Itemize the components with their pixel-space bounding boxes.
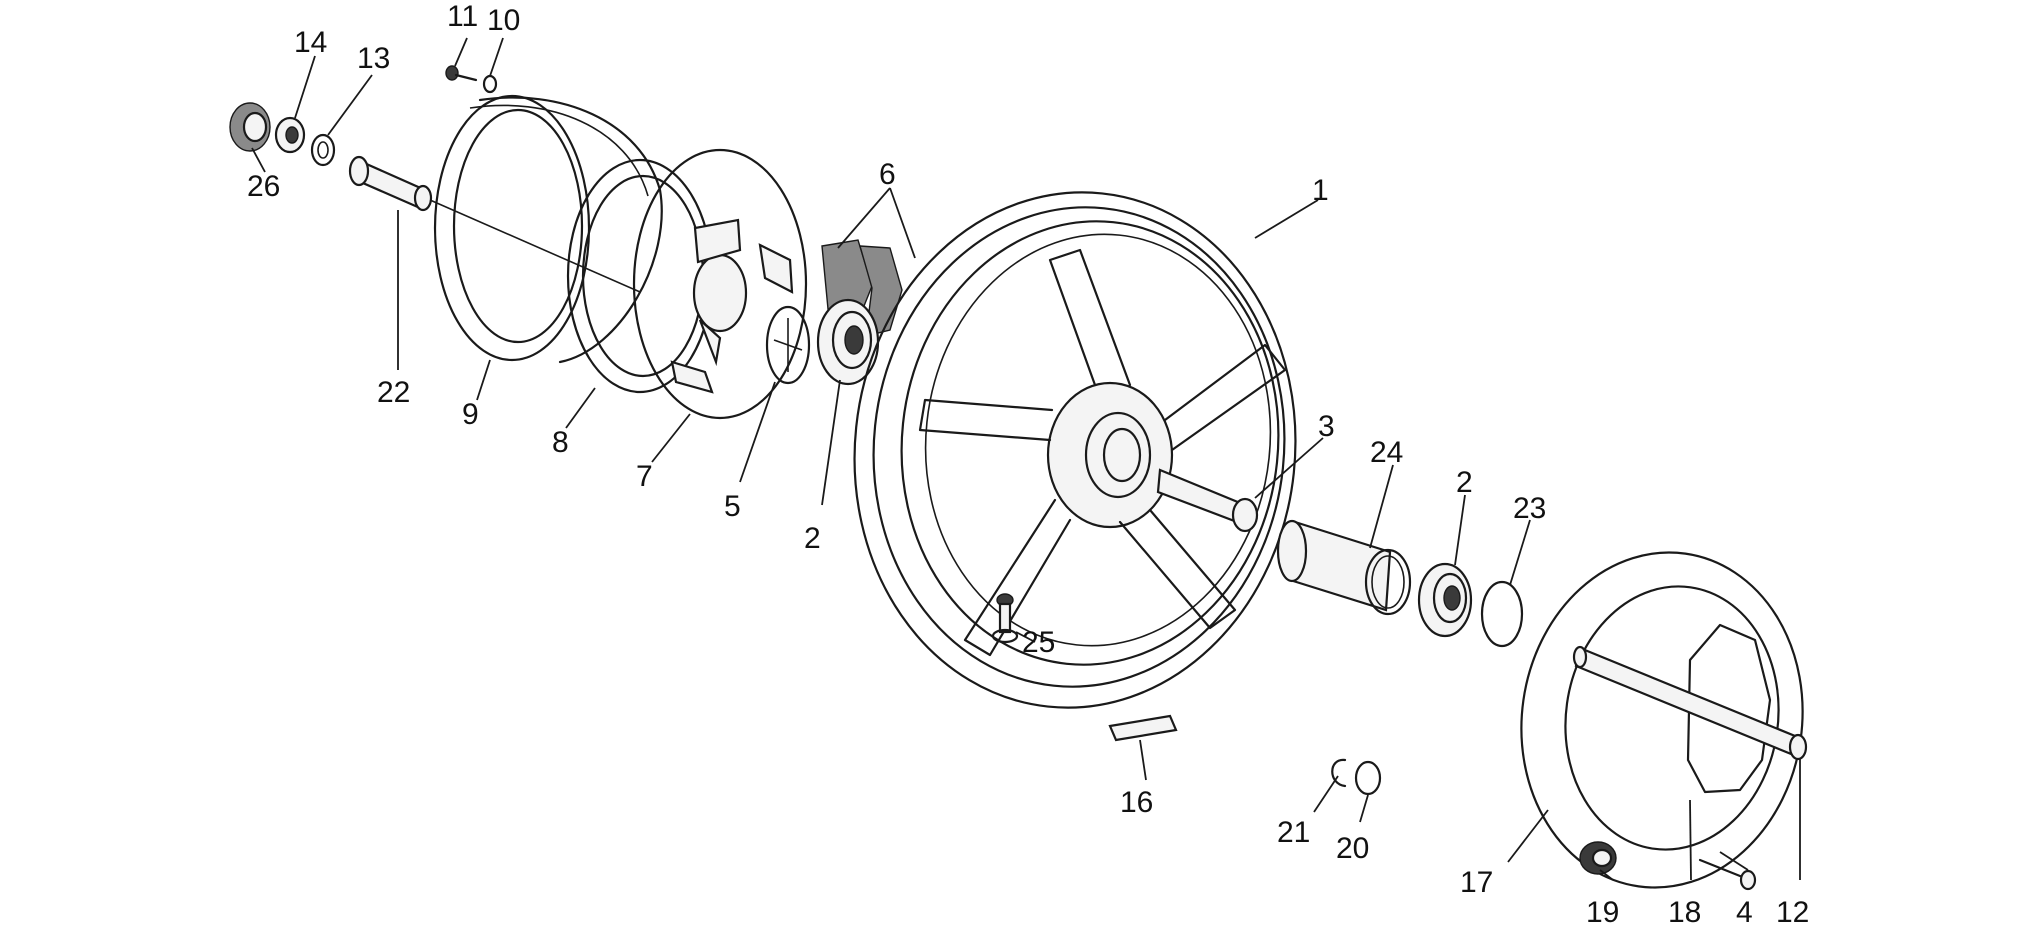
callout-3: 3 [1318,410,1335,443]
callout-9: 9 [462,398,479,431]
part-ring-small [1354,760,1382,796]
callout-1: 1 [1312,174,1329,207]
part-wheel-rim [853,191,1297,709]
callout-6: 6 [879,158,896,191]
callout-24: 24 [1370,436,1403,469]
callout-12: 12 [1776,896,1809,929]
part-spacer-sleeve [1276,519,1412,616]
part-nut [229,102,271,152]
part-brake-cover-plate [429,94,663,364]
callout-17: 17 [1460,866,1493,899]
callout-18: 18 [1668,896,1701,929]
callout-21: 21 [1277,816,1310,849]
callout-20: 20 [1336,832,1369,865]
part-bearing-small [274,116,306,154]
callout-26: 26 [247,170,280,203]
callout-11: 11 [447,0,478,33]
part-valve [991,593,1019,644]
callout-14: 14 [294,26,327,59]
part-balance-weight [1108,714,1178,742]
part-bearing-left [816,298,880,386]
callout-16: 16 [1120,786,1153,819]
callout-22: 22 [377,376,410,409]
part-disc-carrier [1686,623,1772,794]
callout-13: 13 [357,42,390,75]
callout-4: 4 [1736,896,1753,929]
callout-10: 10 [487,4,520,37]
part-bolt-head [1579,841,1617,875]
part-circlip [1480,580,1524,648]
part-axle [1572,645,1808,761]
part-brake-disc [1520,551,1804,889]
callout-25: 25 [1022,626,1055,659]
part-bearing-right [1417,562,1473,638]
part-shim [765,305,811,385]
callout-2: 2 [804,522,821,555]
callout-5: 5 [724,490,741,523]
part-screw [445,65,478,82]
callout-7: 7 [636,460,653,493]
part-ring [566,158,714,394]
callout-labels: 1 2 2 3 4 5 6 7 8 9 10 11 12 13 14 16 17… [247,0,1809,929]
part-small-washer [482,74,498,94]
callout-23: 23 [1513,492,1546,525]
part-bolt [1698,858,1757,891]
leader-lines [251,37,1801,881]
part-clip [1331,758,1347,788]
callout-19: 19 [1586,896,1619,929]
part-washer [310,133,336,167]
part-cush-drive-hub [632,148,808,420]
callout-2: 2 [1456,466,1473,499]
part-spacer-tube [348,155,433,212]
callout-8: 8 [552,426,569,459]
